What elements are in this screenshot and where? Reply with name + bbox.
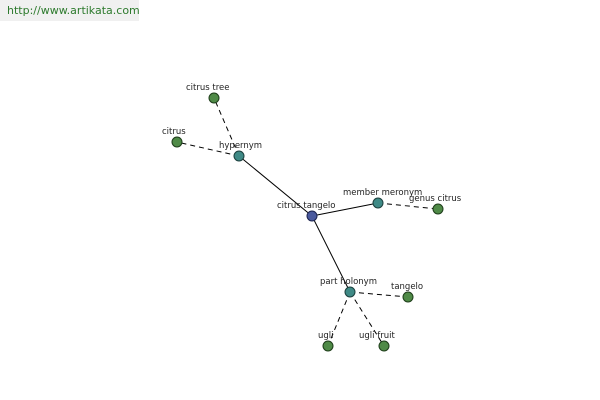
edge-part-holonym-ugli bbox=[327, 291, 351, 347]
node-genus-citrus[interactable] bbox=[432, 203, 444, 215]
edge-hypernym-citrus bbox=[176, 141, 240, 157]
edge-hypernym-citrus-tree bbox=[213, 97, 240, 157]
label-citrus-tangelo: citrus tangelo bbox=[277, 201, 336, 211]
label-tangelo: tangelo bbox=[391, 282, 423, 292]
edge-center-hypernym bbox=[238, 155, 313, 217]
edge-center-part-holonym bbox=[311, 215, 351, 293]
label-ugli-fruit: ugli fruit bbox=[359, 331, 395, 341]
label-hypernym: hypernym bbox=[219, 141, 262, 151]
label-ugli: ugli bbox=[318, 331, 334, 341]
node-tangelo[interactable] bbox=[402, 291, 414, 303]
node-part-holonym[interactable] bbox=[344, 286, 356, 298]
node-hypernym[interactable] bbox=[233, 150, 245, 162]
label-citrus: citrus bbox=[162, 127, 186, 137]
source-link[interactable]: http://www.artikata.com bbox=[7, 4, 140, 17]
edge-member-meronym-genus-citrus bbox=[377, 202, 439, 210]
node-member-meronym[interactable] bbox=[372, 197, 384, 209]
edge-part-holonym-ugli-fruit bbox=[349, 291, 385, 347]
label-citrus-tree: citrus tree bbox=[186, 83, 229, 93]
node-citrus[interactable] bbox=[171, 136, 183, 148]
edge-part-holonym-tangelo bbox=[349, 291, 409, 298]
label-genus-citrus: genus citrus bbox=[409, 194, 462, 204]
label-part-holonym: part holonym bbox=[320, 277, 377, 287]
edge-center-member-meronym bbox=[311, 202, 379, 217]
node-citrus-tangelo[interactable] bbox=[306, 210, 318, 222]
label-member-meronym: member meronym bbox=[343, 188, 422, 198]
node-ugli-fruit[interactable] bbox=[378, 340, 390, 352]
node-ugli[interactable] bbox=[322, 340, 334, 352]
node-citrus-tree[interactable] bbox=[208, 92, 220, 104]
source-banner: http://www.artikata.com bbox=[0, 0, 140, 21]
